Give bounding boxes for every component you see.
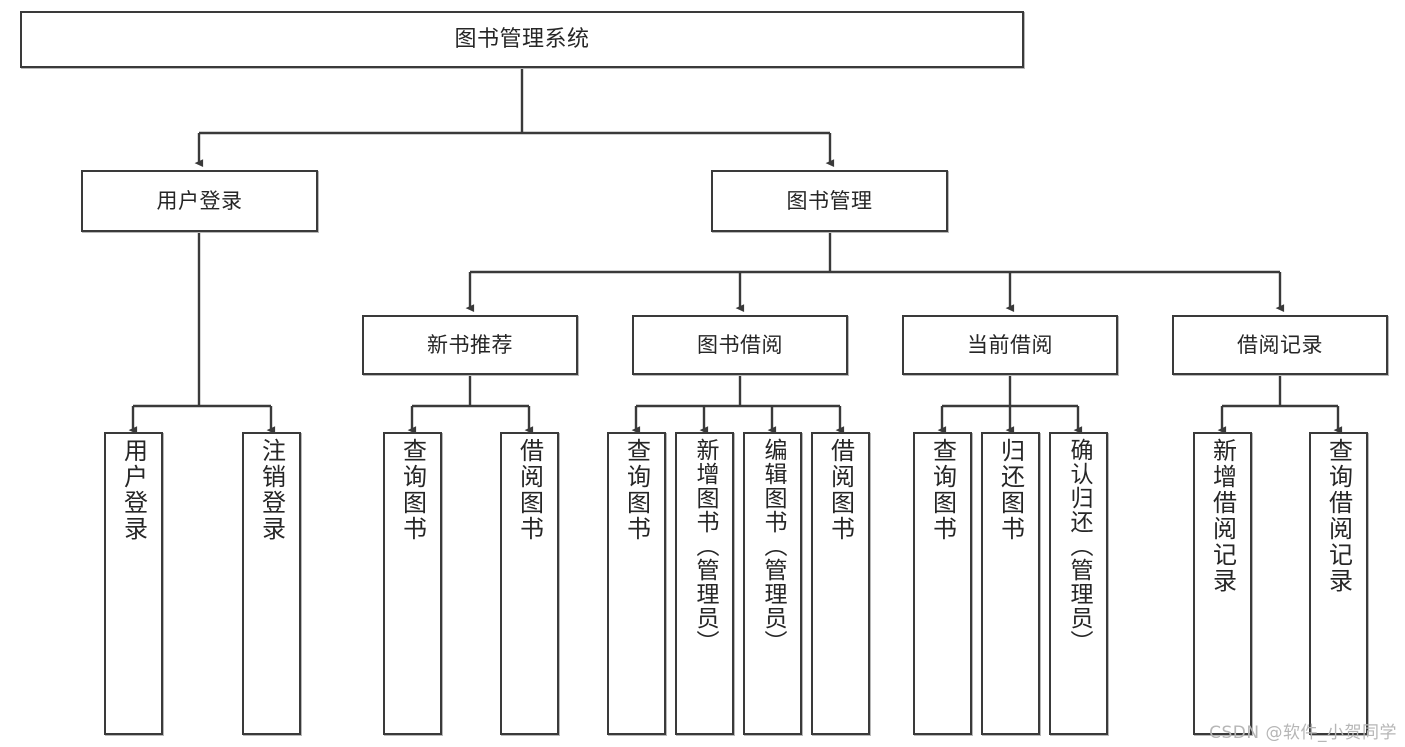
node-user-login[interactable]: 用户登录 (81, 170, 318, 232)
node-label: 当前借阅 (967, 332, 1053, 357)
node-label: 用户登录 (119, 438, 148, 542)
leaf-book-borrow-query[interactable]: 查询图书 (607, 432, 666, 735)
leaf-new-book-borrow[interactable]: 借阅图书 (500, 432, 559, 735)
node-label: 图书借阅 (697, 332, 783, 357)
node-borrow-record[interactable]: 借阅记录 (1172, 315, 1388, 375)
leaf-current-borrow-return[interactable]: 归还图书 (981, 432, 1040, 735)
node-current-borrow[interactable]: 当前借阅 (902, 315, 1118, 375)
node-label: 新增图书（管理员） (692, 438, 718, 654)
node-label: 借阅图书 (826, 438, 855, 542)
leaf-book-borrow-borrow[interactable]: 借阅图书 (811, 432, 870, 735)
node-label: 图书管理系统 (454, 26, 590, 52)
leaf-book-borrow-edit[interactable]: 编辑图书（管理员） (743, 432, 802, 735)
leaf-new-book-query[interactable]: 查询图书 (383, 432, 442, 735)
node-new-book-recommend[interactable]: 新书推荐 (362, 315, 578, 375)
node-label: 查询借阅记录 (1324, 438, 1353, 594)
node-label: 新增借阅记录 (1208, 438, 1237, 594)
node-book-management[interactable]: 图书管理 (711, 170, 948, 232)
node-label: 查询图书 (928, 438, 957, 542)
node-label: 用户登录 (156, 188, 243, 213)
csdn-watermark: CSDN @软件_小贺同学 (1209, 723, 1397, 743)
leaf-borrow-record-query[interactable]: 查询借阅记录 (1309, 432, 1368, 735)
node-label: 借阅记录 (1237, 332, 1323, 357)
leaf-borrow-record-add[interactable]: 新增借阅记录 (1193, 432, 1252, 735)
node-label: 借阅图书 (515, 438, 544, 542)
node-label: 查询图书 (398, 438, 427, 542)
leaf-book-borrow-add[interactable]: 新增图书（管理员） (675, 432, 734, 735)
node-label: 查询图书 (622, 438, 651, 542)
node-book-borrow[interactable]: 图书借阅 (632, 315, 848, 375)
node-label: 新书推荐 (427, 332, 513, 357)
node-label: 编辑图书（管理员） (760, 438, 786, 654)
node-label: 确认归还（管理员） (1066, 438, 1092, 654)
leaf-user-login-login[interactable]: 用户登录 (104, 432, 163, 735)
node-label: 归还图书 (996, 438, 1025, 542)
node-root-system[interactable]: 图书管理系统 (20, 11, 1024, 68)
leaf-current-borrow-query[interactable]: 查询图书 (913, 432, 972, 735)
leaf-user-login-logout[interactable]: 注销登录 (242, 432, 301, 735)
node-label: 注销登录 (257, 438, 286, 542)
node-label: 图书管理 (786, 188, 873, 213)
leaf-current-borrow-confirm-return[interactable]: 确认归还（管理员） (1049, 432, 1108, 735)
